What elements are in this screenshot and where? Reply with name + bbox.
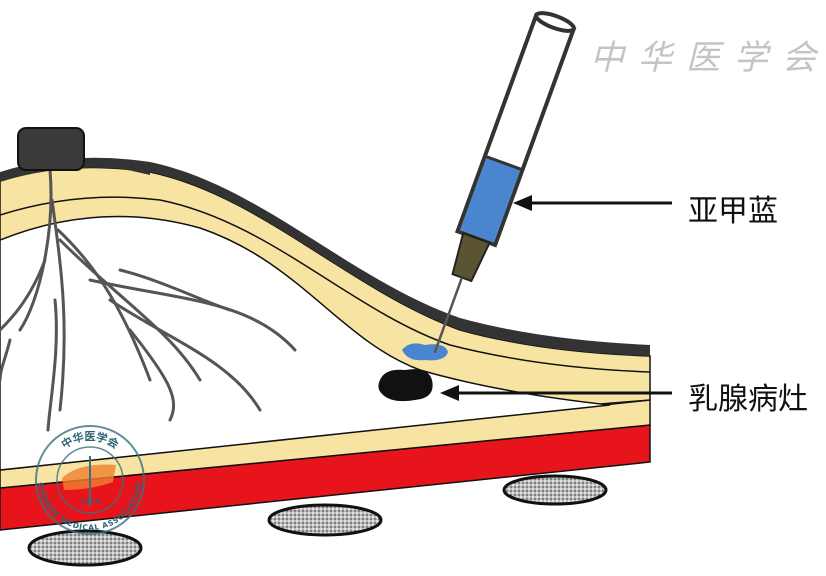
fascia-line [0,196,651,373]
skin-layer [0,157,650,356]
lymphatic-branches [0,168,297,432]
label-methylene-blue: 亚甲蓝 [688,194,778,229]
arrow-breast-lesion [440,385,672,401]
logo-year: 1915 [80,497,100,506]
gamma-probe-icon [17,127,150,175]
rib-ellipse [267,503,383,537]
rib-ellipse [27,529,143,567]
arrow-methylene-blue [513,195,672,211]
lesion-mass [378,369,433,402]
syringe-icon [433,11,577,354]
label-breast-lesion: 乳腺病灶 [688,382,808,417]
watermark-text: 中华医学会 [590,38,826,78]
rib-ellipse [502,474,608,506]
